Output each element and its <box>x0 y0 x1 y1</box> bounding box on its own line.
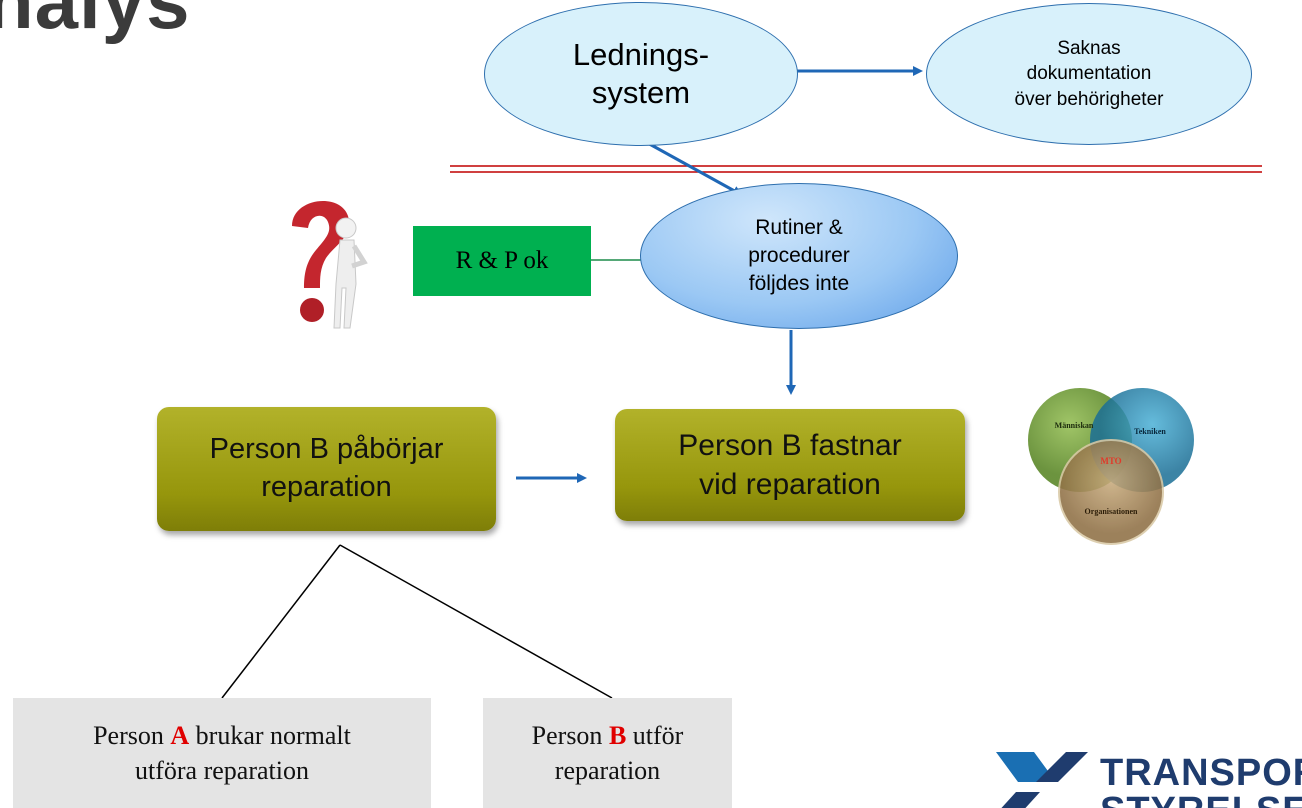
saknas-dokumentation-node: Saknas dokumentation över behörigheter <box>926 3 1252 145</box>
logo-line1: TRANSPORT <box>1100 752 1302 794</box>
person-a-post: brukar normalt <box>189 720 351 750</box>
mto-label-human: Människan <box>1055 421 1094 430</box>
saknas-line1: Saknas <box>1057 37 1121 59</box>
mto-venn-diagram: Människan Tekniken MTO Organisationen <box>1028 388 1194 545</box>
person-a-box: Person A brukar normalt utföra reparatio… <box>13 698 431 808</box>
saknas-line2: dokumentation <box>1026 63 1152 85</box>
question-mark-figure-icon <box>292 201 368 329</box>
fastnar-line2: vid reparation <box>699 468 881 501</box>
person-b-line2: reparation <box>554 756 661 785</box>
tree-line-to-person-b <box>339 544 613 699</box>
person-b-line1: Person B utför <box>532 718 684 753</box>
person-b-post: utför <box>626 720 684 750</box>
mto-label-tech: Tekniken <box>1134 427 1166 436</box>
fastnar-line1: Person B fastnar <box>678 429 902 462</box>
arrow-ledning-to-rutiner <box>643 139 743 196</box>
paborjar-line1: Person B påbörjar <box>209 433 444 466</box>
ledningssystem-line1: Lednings- <box>572 37 710 73</box>
rp-ok-box: R & P ok <box>413 226 591 296</box>
mto-label-center: MTO <box>1100 456 1121 466</box>
paborjar-line2: reparation <box>261 471 392 503</box>
ledningssystem-node: Lednings- system <box>484 2 798 146</box>
person-b-fastnar-node: Person B fastnar vid reparation <box>615 409 965 521</box>
tree-line-to-person-a <box>221 544 341 699</box>
person-a-pre: Person <box>93 720 171 750</box>
person-a-line1: Person A brukar normalt <box>93 718 351 753</box>
rutiner-line3: följdes inte <box>748 271 850 295</box>
person-b-pre: Person <box>531 720 609 750</box>
person-a-letter: A <box>170 720 190 750</box>
mto-circle-org <box>1058 439 1164 545</box>
logo-mark-icon <box>996 752 1088 808</box>
rutiner-line2: procedurer <box>748 244 850 268</box>
logo-line2: STYRELSEN <box>1100 792 1302 808</box>
ledningssystem-line2: system <box>591 75 691 110</box>
person-a-line2: utföra reparation <box>135 756 309 785</box>
transportstyrelsen-logo: TRANSPORT STYRELSEN <box>996 752 1302 808</box>
person-b-paborjar-node: Person B påbörjar reparation <box>157 407 496 531</box>
person-b-box: Person B utför reparation <box>483 698 732 808</box>
rutiner-line1: Rutiner & <box>755 216 843 240</box>
mto-label-org: Organisationen <box>1085 507 1138 516</box>
slide-title-fragment: nalys <box>0 0 191 45</box>
rutiner-procedurer-node: Rutiner & procedurer följdes inte <box>640 183 958 329</box>
person-b-letter: B <box>608 720 627 750</box>
saknas-line3: över behörigheter <box>1014 88 1164 110</box>
